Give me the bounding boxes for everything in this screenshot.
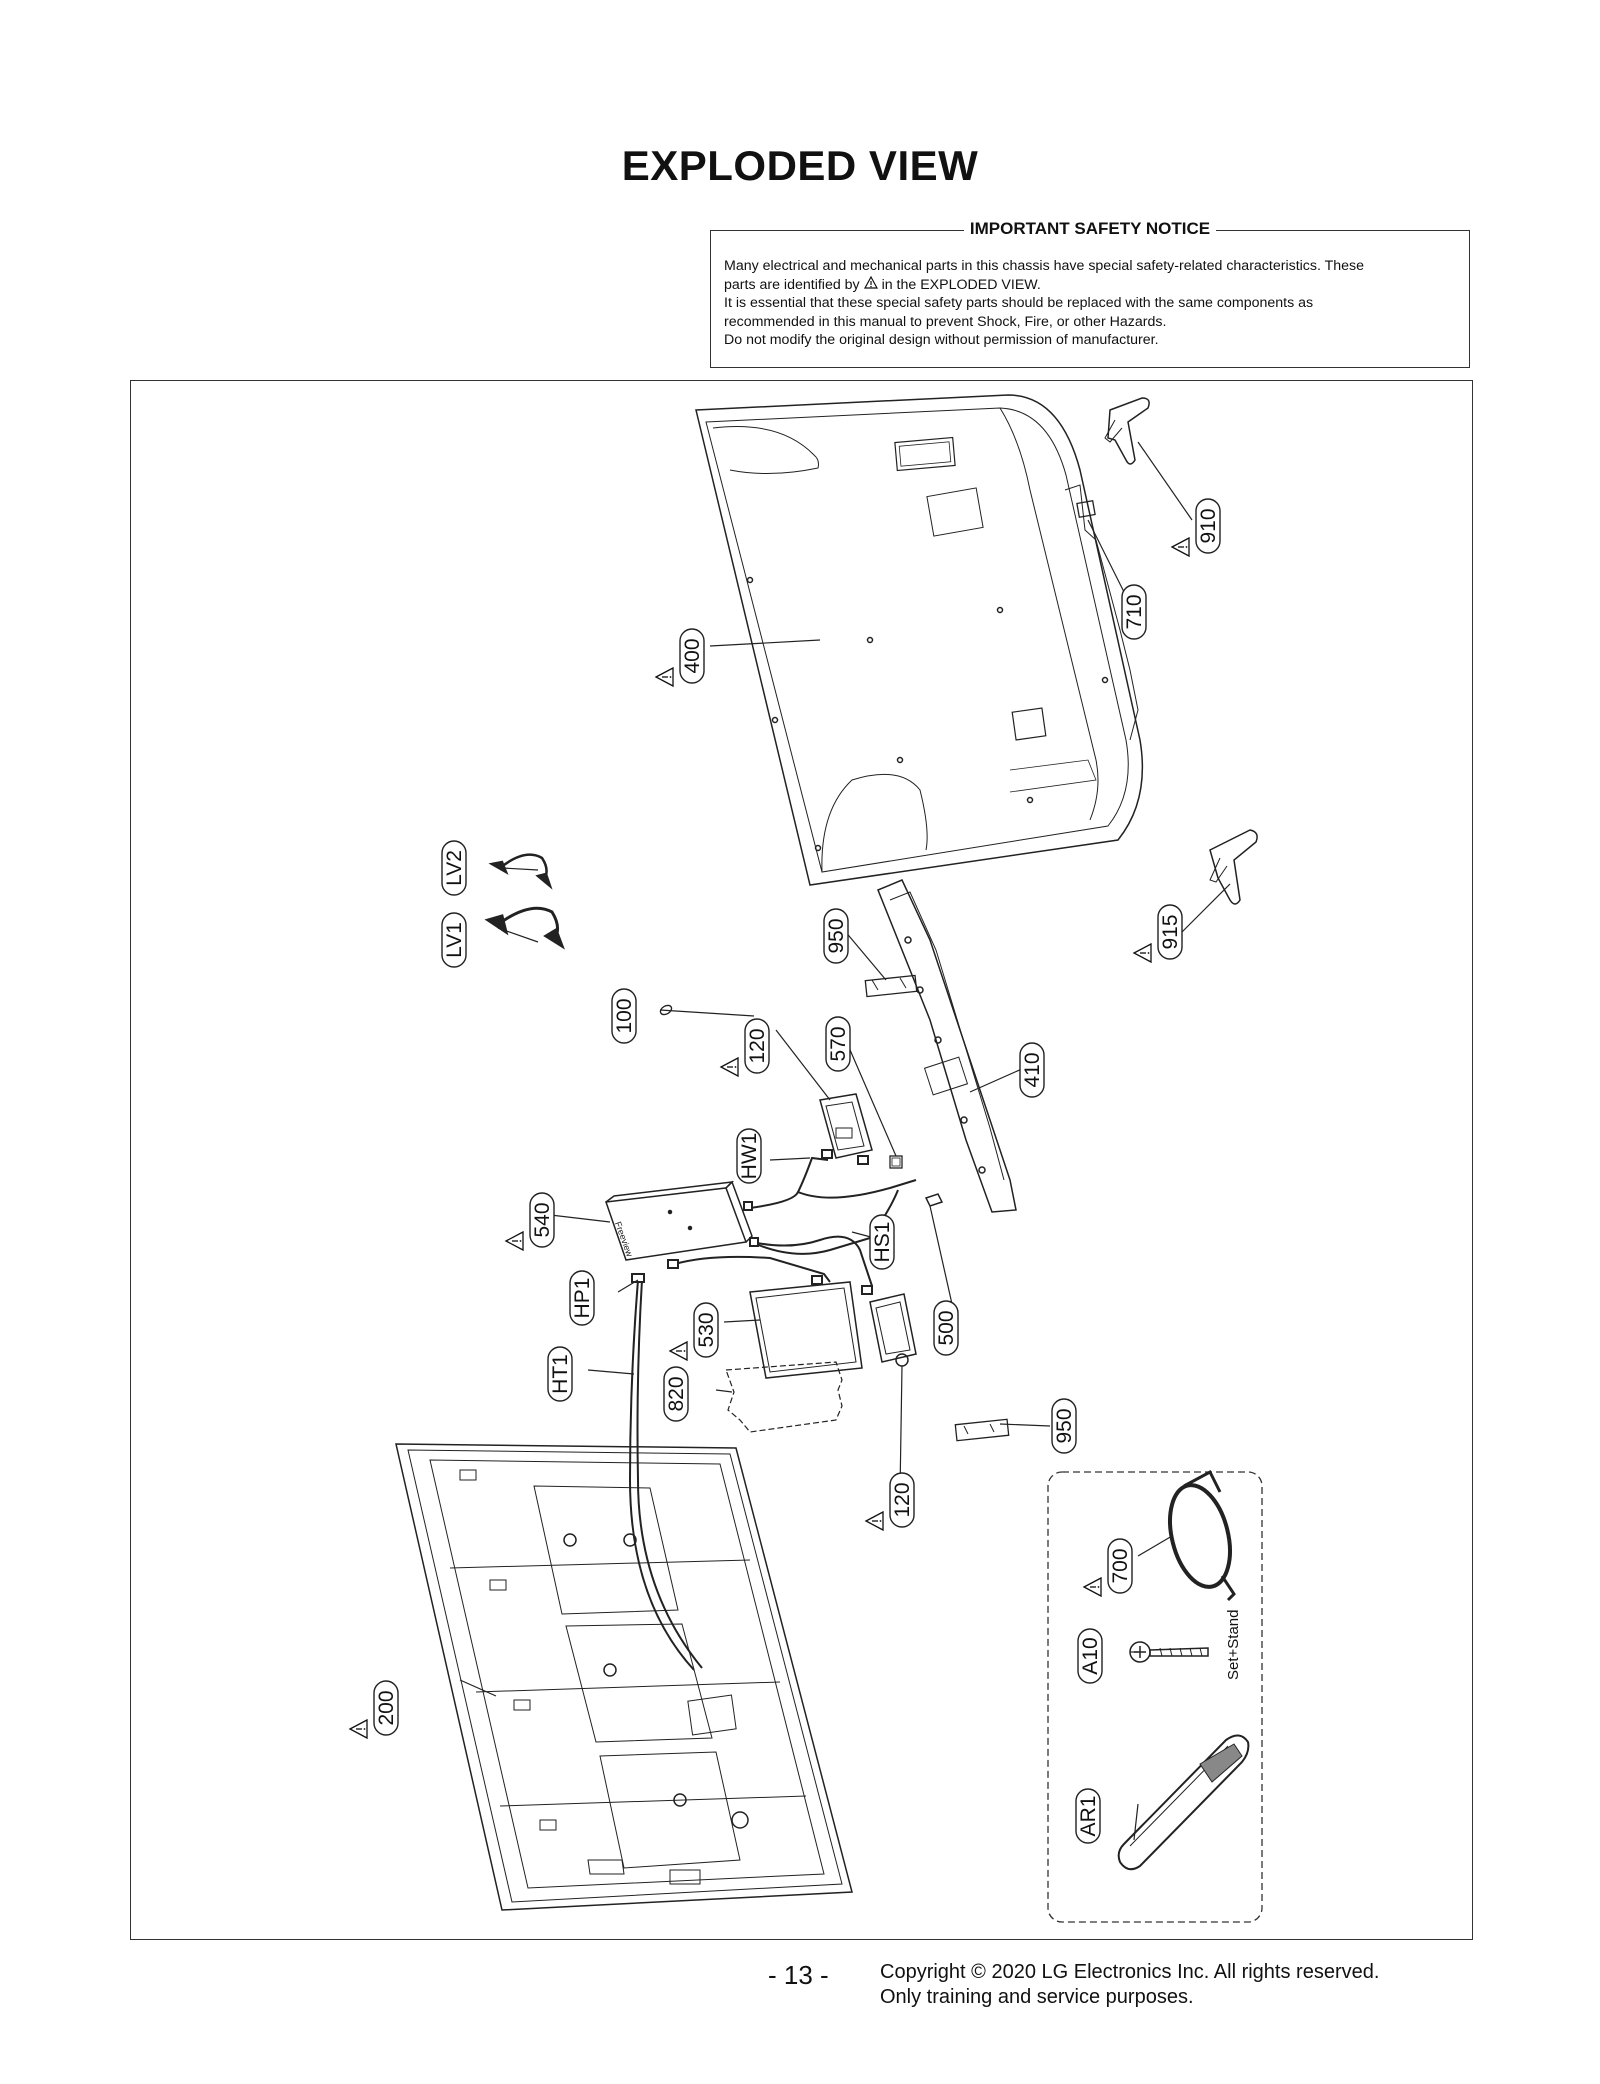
callout-label: 500 [935,1310,958,1345]
power-cord-700 [1168,1469,1236,1602]
cable-LV1 [484,906,565,950]
callout-label: 400 [681,638,704,673]
main-board-540: Freeview [604,1180,753,1261]
callout-410: 410 [1019,1042,1045,1098]
callout-120: 120 [865,1472,915,1531]
callout-100: 100 [611,988,637,1044]
callout-label: HT1 [549,1354,572,1394]
part-500 [924,1193,944,1207]
stand-915 [1209,829,1258,905]
callout-120: 120 [720,1018,770,1077]
callout-500: 500 [933,1300,959,1356]
callout-label: 120 [891,1482,914,1517]
page-title: EXPLODED VIEW [621,142,979,189]
safety-warning-icon [505,1231,524,1251]
callout-530: 530 [669,1302,719,1361]
callout-label: 410 [1021,1052,1044,1087]
cable-HT1 [628,1273,703,1671]
callout-label: HW1 [738,1133,761,1180]
callout-label: 710 [1123,594,1146,629]
safety-warning-icon [720,1057,739,1077]
button-100 [659,1004,673,1016]
clip-950-lower [954,1418,1010,1442]
callout-hw1: HW1 [736,1128,762,1184]
callout-915: 915 [1133,904,1183,963]
copyright-notice: Copyright © 2020 LG Electronics Inc. All… [880,1961,1380,2008]
cable-LV2 [488,853,553,890]
frame-410 [877,879,1017,1213]
leader-lines [459,441,1231,1841]
callout-a10: A10 [1077,1628,1103,1684]
shield-sheet-820 [725,1361,843,1433]
cable-harnesses [667,1149,917,1295]
callout-label: 700 [1109,1548,1132,1583]
safety-notice-text: Many electrical and mechanical parts in … [724,258,1365,348]
accessories-box: Set+Stand [1047,1469,1263,1923]
callout-label: AR1 [1077,1796,1100,1837]
safety-warning-icon [669,1341,688,1361]
callout-700: 700 [1083,1538,1133,1597]
clip-950-upper [864,974,918,998]
safety-notice-heading: IMPORTANT SAFETY NOTICE [963,219,1217,238]
callout-820: 820 [663,1366,689,1422]
callout-950: 950 [1051,1398,1077,1454]
callout-label: 910 [1197,508,1220,543]
accessory-note: Set+Stand [1225,1610,1242,1680]
callout-label: 820 [665,1376,688,1411]
callout-ar1: AR1 [1075,1788,1101,1844]
callout-400: 400 [655,628,705,687]
callout-ht1: HT1 [547,1346,573,1402]
callout-hp1: HP1 [569,1270,595,1326]
bracket-710 [1076,499,1096,519]
screw-A10 [1129,1641,1209,1663]
callout-label: 950 [825,918,848,953]
panel-module-200 [395,1443,853,1911]
callout-540: 540 [505,1192,555,1251]
freeview-logo: Freeview [613,1220,635,1258]
callout-label: 530 [695,1312,718,1347]
part-570 [889,1155,903,1169]
remote-AR1 [1117,1734,1250,1871]
speaker-120-lower [869,1293,917,1367]
callout-label: A10 [1079,1637,1102,1674]
safety-warning-icon [349,1719,368,1739]
safety-warning-icon [865,1511,884,1531]
callout-label: LV2 [443,850,466,886]
safety-warning-icon [1171,537,1190,557]
callout-lv1: LV1 [441,912,467,968]
callout-label: HS1 [871,1222,894,1263]
power-board-530 [749,1281,863,1379]
callout-710: 710 [1121,584,1147,640]
callout-910: 910 [1171,498,1221,557]
safety-warning-icon [655,667,674,687]
warning-triangle-icon [863,275,878,291]
callout-label: 570 [827,1026,850,1061]
callout-label: 950 [1053,1408,1076,1443]
page-number: - 13 - [768,1960,829,1990]
callout-lv2: LV2 [441,840,467,896]
safety-notice-box: IMPORTANT SAFETY NOTICE Many electrical … [710,219,1470,368]
callout-label: LV1 [443,922,466,958]
callout-hs1: HS1 [869,1214,895,1270]
callout-label: 915 [1159,914,1182,949]
callout-label: 120 [746,1028,769,1063]
stand-910 [1104,397,1150,465]
callout-label: 200 [375,1690,398,1725]
speaker-120-upper [819,1093,873,1159]
safety-warning-icon [1133,943,1152,963]
exploded-view-frame [130,380,1473,1940]
callout-200: 200 [349,1680,399,1739]
exploded-view-diagram: Freeview [349,394,1263,1923]
back-cover-400 [695,394,1144,886]
callout-950: 950 [823,908,849,964]
callout-label: 100 [613,998,636,1033]
safety-warning-icon [1083,1577,1102,1597]
callout-570: 570 [825,1016,851,1072]
callout-label: HP1 [571,1278,594,1319]
callout-label: 540 [531,1202,554,1237]
